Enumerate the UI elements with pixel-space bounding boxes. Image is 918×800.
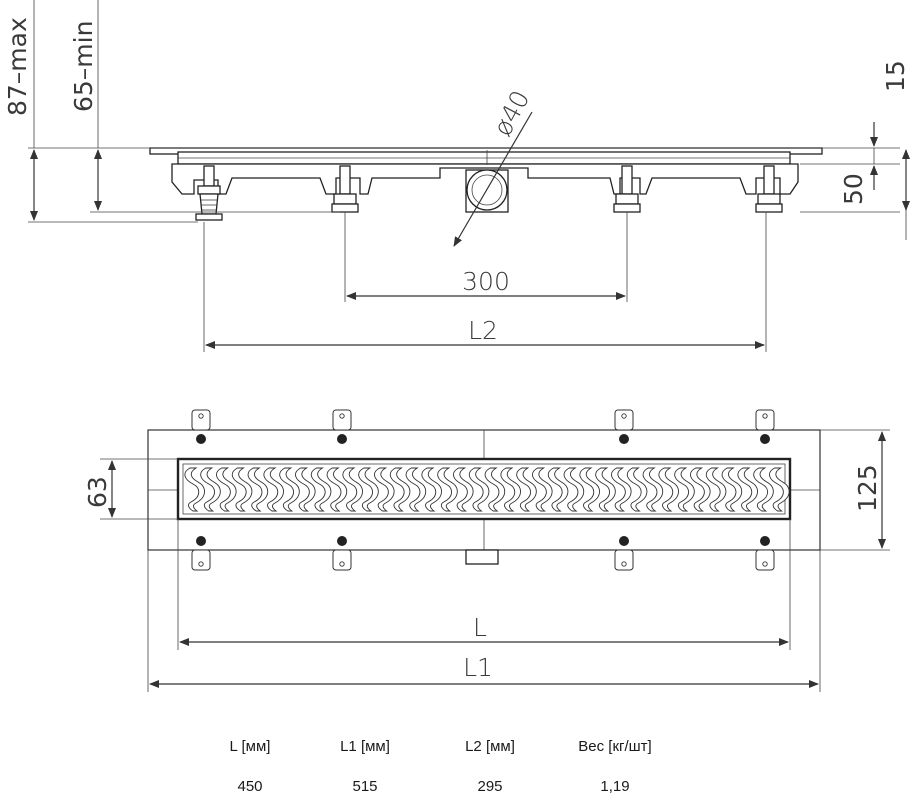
grate-slot [263,467,284,512]
grate-slot [579,467,600,512]
mounting-tab [191,409,211,444]
mounting-tab [755,536,775,571]
grate-slot [405,467,427,512]
grate-slot [658,467,679,512]
mounting-tab [614,536,634,571]
channel-body [171,163,799,195]
spec-value-l: 450 [237,777,263,795]
grate-slot [358,467,379,512]
outlet-stub [465,549,499,565]
grate-slot [231,467,253,512]
grate-slot [310,467,332,512]
spec-value-weight: 1,19 [600,777,630,795]
dim-max-height: 87–max [3,17,32,116]
grate-slot [626,467,648,512]
dim-diameter-leader [453,111,533,247]
spec-header-l2: L2 [мм] [465,737,515,755]
grate-slot [737,467,758,512]
spec-header-l1: L1 [мм] [340,737,390,755]
mounting-tab [755,409,775,444]
grate-slot [484,467,506,512]
spec-value-row: 450 515 295 1,19 [200,772,720,800]
grate-slot [437,467,458,512]
foot-1 [195,165,223,221]
spec-header-weight: Вес [кг/шт] [578,737,652,755]
grate-slot [295,467,316,512]
grate-slot [721,467,743,512]
spec-table: L [мм] L1 [мм] L2 [мм] Вес [кг/шт] 450 5… [200,732,720,800]
grate-slot [705,467,727,512]
dim-grate-width: 63 [83,476,112,508]
mounting-tab [614,409,634,444]
dim-foot-span: L2 [468,316,498,345]
dim-min-height: 65–min [69,21,98,112]
grate-slot [532,467,553,512]
dim-diameter: ø40 [488,86,536,141]
grate-slot [563,467,585,512]
mounting-tab [332,536,352,571]
grate-slot [184,467,205,512]
spec-value-l1: 515 [352,777,378,795]
mounting-tabs [191,409,775,571]
mounting-tab [332,409,352,444]
grate-wave-pattern [184,467,790,512]
dim-foot-spacing: 300 [462,267,510,296]
grate-slot [247,467,269,512]
grate-slot [468,467,490,512]
spec-header-row: L [мм] L1 [мм] L2 [мм] Вес [кг/шт] [200,732,720,760]
top-view: 63 125 L L1 [83,409,890,692]
dim-body-length: L1 [463,653,493,682]
grate-slot [516,467,537,512]
foot-4 [755,165,783,213]
grate-slot [279,467,300,512]
grate-slot [595,467,616,512]
side-view: 87–max 65–min ø40 15 50 300 L2 [3,0,910,352]
dim-body-width: 125 [853,464,882,512]
grate-slot [326,467,348,512]
grate-slot [674,467,695,512]
spec-value-l2: 295 [477,777,503,795]
dim-grate-length: L [473,613,487,642]
foot-3 [613,165,641,213]
grate-slot [769,467,790,512]
grate-slot [611,467,632,512]
grate-slot [547,467,569,512]
grate-slot [389,467,411,512]
grate-slot [753,467,774,512]
grate-slot [200,467,221,512]
foot-2 [331,165,359,213]
grate-slot [453,467,474,512]
grate-slot [642,467,664,512]
grate-slot [374,467,395,512]
grate-slot [500,467,521,512]
grate-slot [421,467,442,512]
spec-header-l: L [мм] [229,737,271,755]
dim-grate-offset: 15 [881,60,910,92]
mounting-tab [191,536,211,571]
grate-slot [342,467,363,512]
grate [176,457,792,521]
dim-body-height: 50 [839,173,868,205]
grate-slot [216,467,237,512]
grate-slot [690,467,711,512]
